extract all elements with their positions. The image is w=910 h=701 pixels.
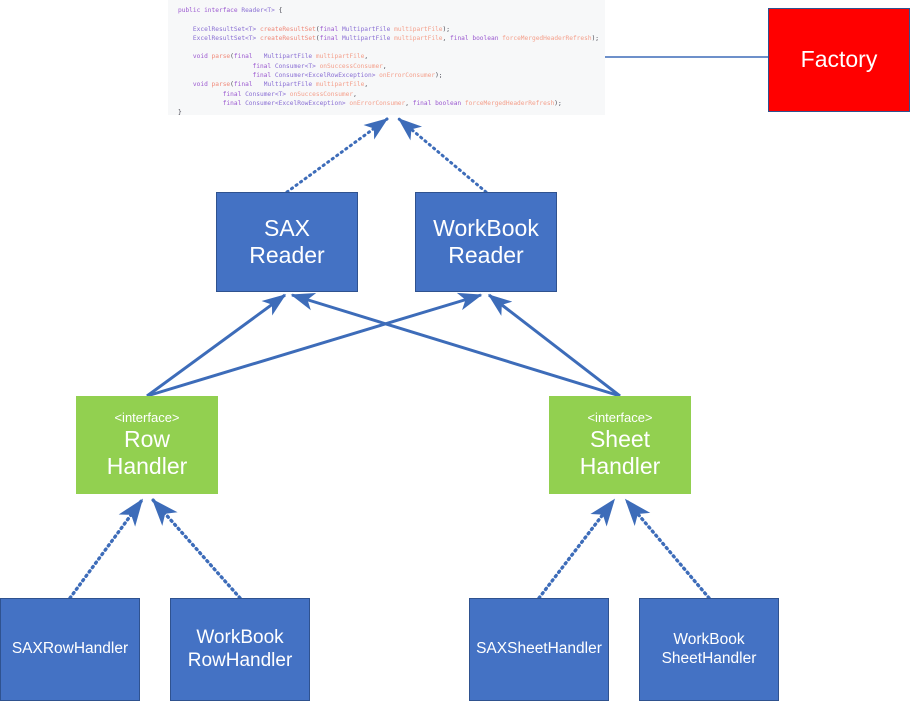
code-line-2: ExcelResultSet<T> createResultSet(final … xyxy=(178,25,450,33)
edge-sax-row-to-row-handler xyxy=(68,498,144,600)
node-workbook-row-handler-line2: RowHandler xyxy=(187,649,293,671)
node-workbook-row-handler-line1: WorkBook xyxy=(196,627,284,649)
node-sax-row-handler-label: SAXRowHandler xyxy=(11,640,129,658)
node-sax-row-handler[interactable]: SAXRowHandler xyxy=(0,598,140,701)
edge-workbook-sheet-to-sheet-handler xyxy=(624,498,711,600)
node-factory[interactable]: Factory xyxy=(768,8,910,112)
node-row-handler[interactable]: <interface> Row Handler xyxy=(76,396,218,494)
edge-workbook-row-to-row-handler xyxy=(151,498,242,600)
code-line-1 xyxy=(178,15,605,24)
code-line-6: final Consumer<T> onSuccessConsumer, xyxy=(178,62,387,70)
node-row-handler-line1: Row xyxy=(123,425,170,452)
node-sax-sheet-handler-label: SAXSheetHandler xyxy=(476,640,602,658)
node-sax-reader-line2: Reader xyxy=(249,242,325,268)
node-row-handler-stereotype: <interface> xyxy=(114,410,180,426)
node-sheet-handler-line1: Sheet xyxy=(589,425,651,452)
node-sheet-handler-stereotype: <interface> xyxy=(587,410,653,426)
edge-row-handler-to-sax-reader xyxy=(146,293,287,398)
edge-sax-sheet-to-sheet-handler xyxy=(537,498,616,600)
edge-workbook-reader-to-reader xyxy=(397,117,488,194)
node-workbook-reader-line1: WorkBook xyxy=(433,214,539,241)
node-workbook-row-handler[interactable]: WorkBook RowHandler xyxy=(170,598,310,701)
code-line-9: final Consumer<T> onSuccessConsumer, xyxy=(178,90,357,98)
node-sax-reader-line1: SAX xyxy=(263,214,311,241)
node-sheet-handler-line2: Handler xyxy=(579,452,661,479)
code-line-11: } xyxy=(178,109,182,117)
node-factory-label: Factory xyxy=(800,46,878,73)
code-line-8: void parse(final MultipartFile multipart… xyxy=(178,81,369,89)
node-workbook-reader[interactable]: WorkBook Reader xyxy=(415,192,557,292)
node-sax-reader[interactable]: SAX Reader xyxy=(216,192,358,292)
node-workbook-sheet-handler[interactable]: WorkBook SheetHandler xyxy=(639,598,779,701)
node-workbook-reader-line2: Reader xyxy=(448,242,524,268)
reader-interface-code-block: public interface Reader<T> { ExcelResult… xyxy=(168,0,605,117)
code-line-0: public interface Reader<T> { xyxy=(178,7,283,14)
code-line-3: ExcelResultSet<T> createResultSet(final … xyxy=(178,34,600,42)
code-line-7: final Consumer<ExcelRowException> onErro… xyxy=(178,72,443,80)
edge-sheet-handler-to-workbook-reader xyxy=(487,293,621,398)
edge-sheet-handler-to-sax-reader xyxy=(290,293,621,398)
edge-sax-reader-to-reader xyxy=(285,117,389,194)
node-row-handler-line2: Handler xyxy=(106,452,188,479)
node-workbook-sheet-handler-line1: WorkBook xyxy=(673,631,745,649)
code-line-4 xyxy=(178,43,605,52)
edge-row-handler-to-workbook-reader xyxy=(146,292,483,398)
code-line-10: final Consumer<ExcelRowException> onErro… xyxy=(178,99,562,107)
code-line-5: void parse(final MultipartFile multipart… xyxy=(178,53,369,61)
node-sax-sheet-handler[interactable]: SAXSheetHandler xyxy=(469,598,609,701)
node-sheet-handler[interactable]: <interface> Sheet Handler xyxy=(549,396,691,494)
node-workbook-sheet-handler-line2: SheetHandler xyxy=(661,649,757,667)
